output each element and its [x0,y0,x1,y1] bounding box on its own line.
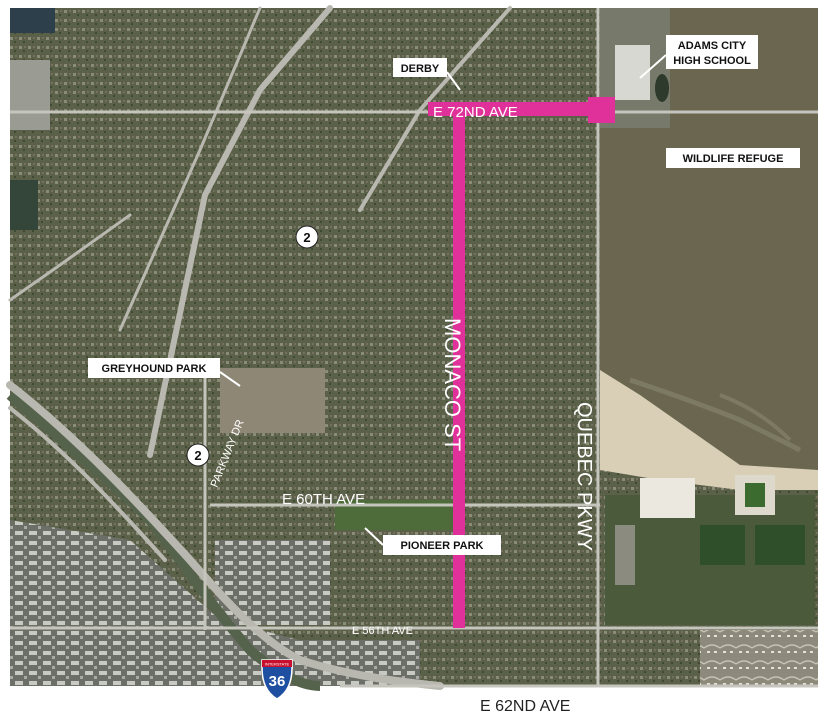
adams-city-label-line2: HIGH SCHOOL [673,55,751,67]
e-60th-ave-label: E 60TH AVE [282,491,365,508]
svg-text:2: 2 [194,448,201,463]
greyhound-park-label: GREYHOUND PARK [102,363,207,375]
state-route-2-shield-south: 2 [186,443,210,467]
svg-text:36: 36 [269,673,286,690]
svg-text:2: 2 [303,230,310,245]
state-route-2-shield-north: 2 [295,225,319,249]
derby-label: DERBY [401,63,440,75]
water-body [10,8,55,230]
pioneer-park-callout: PIONEER PARK [364,527,501,555]
industrial-area [10,60,420,686]
pioneer-park-label: PIONEER PARK [401,540,484,552]
monaco-st-label: MONACO ST [440,318,465,451]
adams-city-callout: ADAMS CITY HIGH SCHOOL [639,35,758,79]
sports-fields [605,475,815,625]
wildlife-refuge-callout: WILDLIFE REFUGE [666,148,800,168]
e-62nd-ave-label: E 62ND AVE [480,698,570,715]
adams-city-label-line1: ADAMS CITY [678,40,747,52]
e-72nd-ave-label: E 72ND AVE [433,104,518,121]
highways [6,5,512,690]
e-56th-ave-label: E 56TH AVE [352,625,413,637]
interstate-36-shield: INTERSTATE 36 [261,659,293,700]
svg-text:INTERSTATE: INTERSTATE [265,662,290,667]
greyhound-park-grounds [220,368,325,433]
school-grounds [600,8,670,128]
greyhound-park-callout: GREYHOUND PARK [88,358,241,387]
monaco-corridor [428,97,615,628]
quebec-pkwy-label: QUEBEC PKWY [573,402,595,551]
derby-callout: DERBY [393,58,461,91]
wildlife-refuge-label: WILDLIFE REFUGE [683,153,784,165]
new-subdivision [700,630,818,686]
